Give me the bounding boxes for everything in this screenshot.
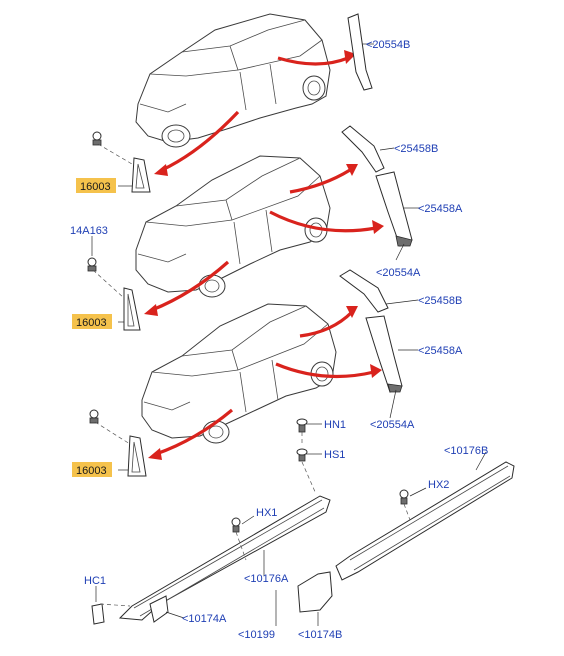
label-25458B-upper: <25458B <box>394 143 438 155</box>
rocker-right <box>335 461 515 581</box>
label-HS1: HS1 <box>324 449 345 461</box>
label-10176B: <10176B <box>444 445 488 457</box>
arrow-car2-to-16003 <box>151 260 230 312</box>
trim-25458A-upper <box>375 171 413 247</box>
label-16003-top: 16003 <box>80 181 111 193</box>
arrow-car2-to-25458B <box>289 168 351 194</box>
label-25458A-upper: <25458A <box>418 203 463 215</box>
label-10174A: <10174A <box>182 613 227 625</box>
label-10176A: <10176A <box>244 573 289 585</box>
clip-14A163 <box>87 257 97 272</box>
label-HX2: HX2 <box>428 479 449 491</box>
arrow-car3-to-25458B <box>299 310 354 338</box>
rocker-left <box>118 495 331 621</box>
hx2-clip <box>399 489 409 505</box>
label-20554A-lower: <20554A <box>370 419 415 431</box>
label-HX1: HX1 <box>256 507 277 519</box>
arrow-car1-to-20554B <box>277 56 349 66</box>
trim-25458A-lower <box>365 315 403 393</box>
trim-25458B-lower <box>339 269 389 313</box>
label-16003-middle: 16003 <box>76 317 107 329</box>
label-25458B-lower: <25458B <box>418 295 462 307</box>
highlight-16003-middle <box>72 314 112 329</box>
highlight-16003-top <box>76 178 116 193</box>
label-HN1: HN1 <box>324 419 346 431</box>
rocker-panels <box>91 418 515 625</box>
label-20554A-upper: <20554A <box>376 267 421 279</box>
label-10174B: <10174B <box>298 629 342 641</box>
label-10199: <10199 <box>238 629 275 641</box>
label-25458A-lower: <25458A <box>418 345 463 357</box>
mudflap-10174B <box>297 571 333 613</box>
triangle-16003-middle <box>123 287 141 331</box>
hn1-clip <box>296 418 308 433</box>
callout-labels: <20554B <25458B <25458A <20554A 14A163 <… <box>70 39 488 641</box>
clip-top <box>92 131 102 146</box>
red-arrows <box>144 50 384 460</box>
car-middle <box>135 155 331 298</box>
hx1-clip <box>231 517 241 533</box>
trim-25458B-upper <box>341 125 385 173</box>
arrow-car3-to-25458A <box>275 362 375 379</box>
arrow-car1-to-16003 <box>161 110 240 172</box>
label-16003-bottom: 16003 <box>76 465 107 477</box>
label-HC1: HC1 <box>84 575 106 587</box>
triangle-parts <box>87 131 151 477</box>
arrow-car2-to-25458A <box>269 210 377 233</box>
car-bottom <box>141 303 337 444</box>
clip-bottom <box>89 409 99 424</box>
label-14A163: 14A163 <box>70 225 108 237</box>
leader-lines <box>91 43 487 626</box>
trim-20554B <box>347 13 373 91</box>
arrow-car3-to-16003 <box>155 408 234 456</box>
highlight-16003-bottom <box>72 462 112 477</box>
hc1-clip <box>91 603 105 625</box>
hs1-clip <box>296 448 308 462</box>
car-top <box>135 13 331 148</box>
pillar-parts <box>339 13 413 393</box>
mudflap-10174A <box>149 595 169 623</box>
label-20554B: <20554B <box>366 39 410 51</box>
